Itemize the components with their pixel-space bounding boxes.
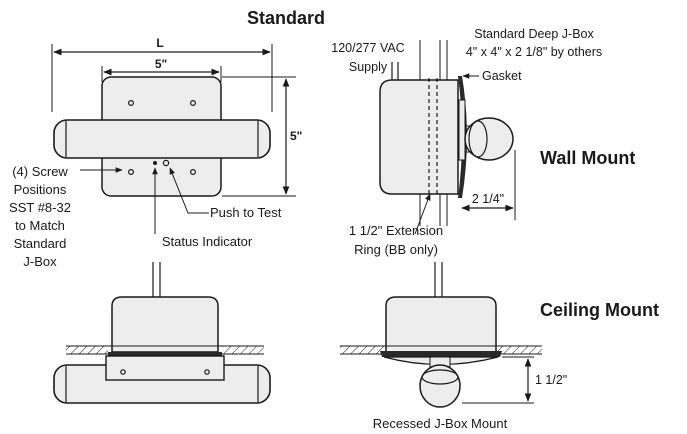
diagram-title: Standard [247,8,325,28]
screw-label-5: Standard [14,236,67,251]
ceiling-hatch [66,346,108,354]
push-to-test-button [162,159,170,167]
screw-hole [204,369,210,375]
screw-label-2: Positions [14,182,67,197]
supply-label-2: Supply [349,60,388,74]
screw-hole [190,169,197,176]
jbox-label-1: Standard Deep J-Box [474,27,594,41]
depth-dimension-label: 2 1/4" [472,192,504,206]
jbox-label-2: 4" x 4" x 2 1/8" by others [466,45,602,59]
mount-plate [458,99,466,161]
screw-hole [120,369,126,375]
gasket-label: Gasket [482,69,522,83]
screw-hole [128,169,135,176]
push-to-test-label: Push to Test [210,205,282,220]
supply-label-1: 120/277 VAC [331,41,404,55]
lamp-head-rim [421,369,459,385]
ceiling-hatch [498,346,542,354]
mounting-plate [108,352,222,356]
width-dimension-label: 5" [155,57,167,71]
screw-label-1: (4) Screw [12,164,68,179]
lamp-head [464,117,514,161]
front-view: L 5" 5" [51,36,302,234]
status-indicator-label: Status Indicator [162,234,253,249]
mount-bracket [105,355,225,381]
junction-box-side [379,79,459,195]
height-dimension-label: 5" [290,129,302,143]
extension-leader [414,193,431,235]
push-leader [169,167,209,214]
ceiling-side-view: 1 1/2" [340,262,567,408]
screw-label-4: to Match [15,218,65,233]
extension-label-2: Ring (BB only) [354,242,438,257]
wall-mount-heading: Wall Mount [540,148,635,168]
l-dimension-label: L [156,36,163,50]
status-indicator-led [153,161,157,165]
recessed-label: Recessed J-Box Mount [373,416,508,431]
ceiling-front-view [53,262,271,404]
gasket [380,351,502,357]
screw-label-3: SST #8-32 [9,200,71,215]
screw-hole [190,99,197,106]
wall-side-view: 2 1/4" [379,40,516,235]
ceiling-hatch [340,346,384,354]
junction-box [111,296,219,353]
extension-label-1: 1 1/2" Extension [349,223,443,238]
screw-label-6: J-Box [23,254,57,269]
junction-box [385,296,497,353]
lamp-head-rim [468,120,488,158]
drop-dimension-label: 1 1/2" [535,373,567,387]
ceiling-hatch [222,346,264,354]
ceiling-mount-heading: Ceiling Mount [540,300,659,320]
lamp-head [419,364,461,408]
screw-hole [128,99,135,106]
lamp-bar [53,119,271,159]
